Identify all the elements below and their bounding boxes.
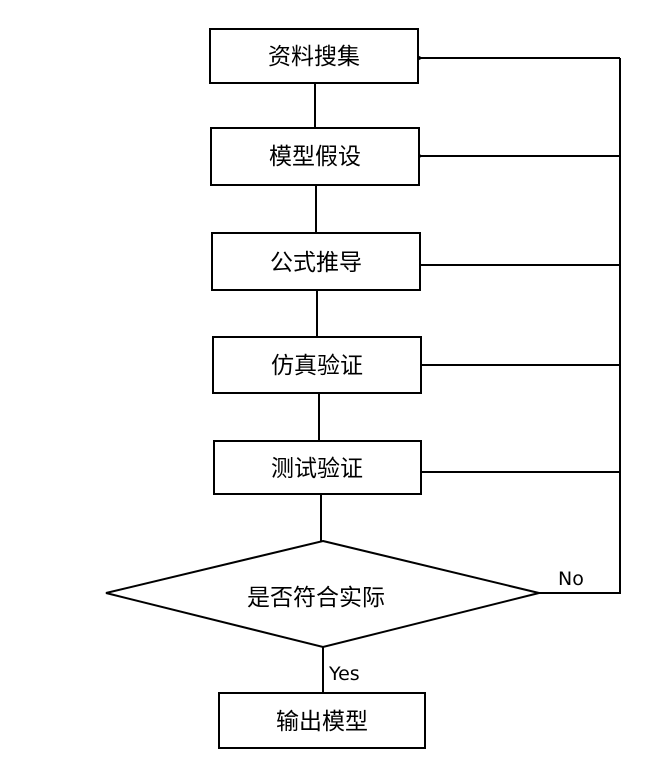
node-assume-label: 模型假设 xyxy=(269,144,361,170)
node-derive-label: 公式推导 xyxy=(270,250,362,276)
node-decision: 是否符合实际 xyxy=(105,539,540,649)
node-decision-label: 是否符合实际 xyxy=(247,585,385,611)
edge-label-yes: Yes xyxy=(328,663,360,685)
node-collect: 资料搜集 xyxy=(209,28,419,84)
node-output: 输出模型 xyxy=(218,692,426,749)
node-simulate: 仿真验证 xyxy=(212,336,422,394)
node-test: 测试验证 xyxy=(213,440,422,495)
edge-label-no: No xyxy=(558,568,584,590)
node-derive: 公式推导 xyxy=(211,232,421,291)
edge-no-loop xyxy=(539,58,621,594)
node-test-label: 测试验证 xyxy=(271,456,363,482)
node-assume: 模型假设 xyxy=(210,127,420,186)
node-output-label: 输出模型 xyxy=(276,709,368,735)
node-simulate-label: 仿真验证 xyxy=(271,353,363,379)
node-collect-label: 资料搜集 xyxy=(268,44,360,70)
